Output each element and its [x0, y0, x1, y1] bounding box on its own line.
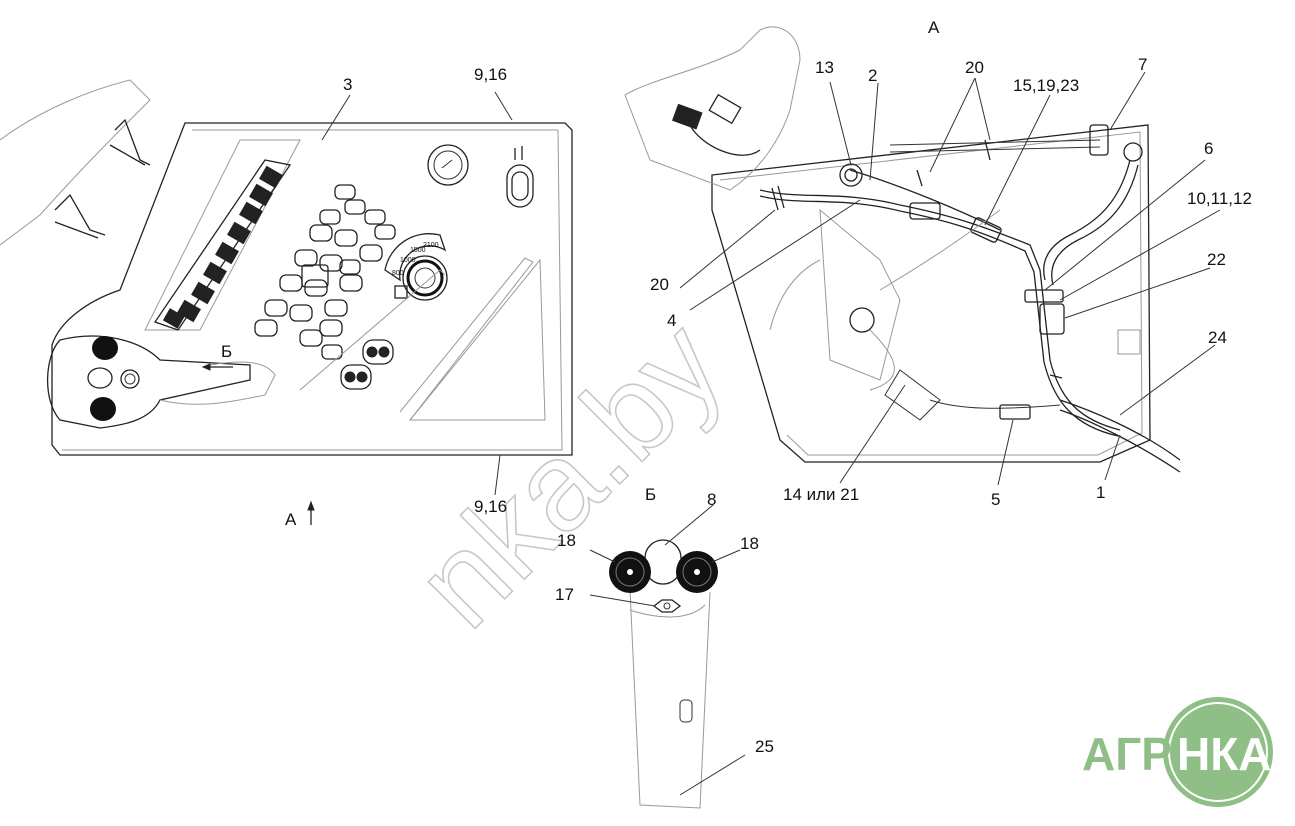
agronka-logo: АГРО НКА — [1082, 697, 1273, 807]
callout-7: 7 — [1138, 55, 1147, 74]
joystick-side-view — [46, 335, 276, 429]
logo-text-right: НКА — [1177, 728, 1272, 780]
callout-15-19-23: 15,19,23 — [1013, 76, 1079, 95]
arrow-label-b: Б — [221, 342, 232, 361]
callout-24: 24 — [1208, 328, 1227, 347]
callout-13: 13 — [815, 58, 834, 77]
view-title-b: Б — [645, 485, 656, 504]
arrow-label-a: А — [285, 510, 297, 529]
keypad — [254, 184, 396, 360]
callout-18-right: 18 — [740, 534, 759, 553]
callout-18-left: 18 — [557, 531, 576, 550]
joystick-view-b — [589, 504, 746, 809]
rocker-switch-strip — [162, 165, 283, 329]
dial-mark-800: 800 — [392, 270, 404, 277]
callout-9-16-top: 9,16 — [474, 65, 507, 84]
logo-text-left: АГРО — [1082, 728, 1207, 780]
rpm-dial: 800 1000 1500 2100 — [384, 233, 448, 301]
control-console: 800 1000 1500 2100 — [0, 79, 573, 529]
hex-nut — [652, 599, 682, 613]
dial-mark-1000: 1000 — [400, 257, 416, 264]
callout-25: 25 — [755, 737, 774, 756]
callout-6: 6 — [1204, 139, 1213, 158]
oval-toggle-switch — [506, 146, 534, 208]
callout-labels: А 3 9,16 9,16 13 2 20 15,19,23 7 6 10,11… — [343, 18, 1252, 756]
callout-14-or-21: 14 или 21 — [783, 485, 859, 504]
callout-4: 4 — [667, 311, 676, 330]
callout-20-top: 20 — [965, 58, 984, 77]
view-title-a: А — [928, 18, 940, 37]
callout-3: 3 — [343, 75, 352, 94]
callout-8: 8 — [707, 490, 716, 509]
right-round-button — [676, 551, 718, 593]
dial-mark-2100: 2100 — [423, 242, 439, 249]
dial-mark-1500: 1500 — [410, 247, 426, 254]
view-a-wiring — [624, 26, 1221, 486]
callout-17: 17 — [555, 585, 574, 604]
round-switch-knob — [427, 144, 469, 186]
callout-9-16-bottom: 9,16 — [474, 497, 507, 516]
callout-2: 2 — [868, 66, 877, 85]
callout-22: 22 — [1207, 250, 1226, 269]
callout-5: 5 — [991, 490, 1000, 509]
callout-20-left: 20 — [650, 275, 669, 294]
callout-10-11-12: 10,11,12 — [1187, 189, 1252, 208]
left-round-button — [609, 551, 651, 593]
callout-1: 1 — [1096, 483, 1105, 502]
plus-minus-rockers — [340, 339, 394, 390]
